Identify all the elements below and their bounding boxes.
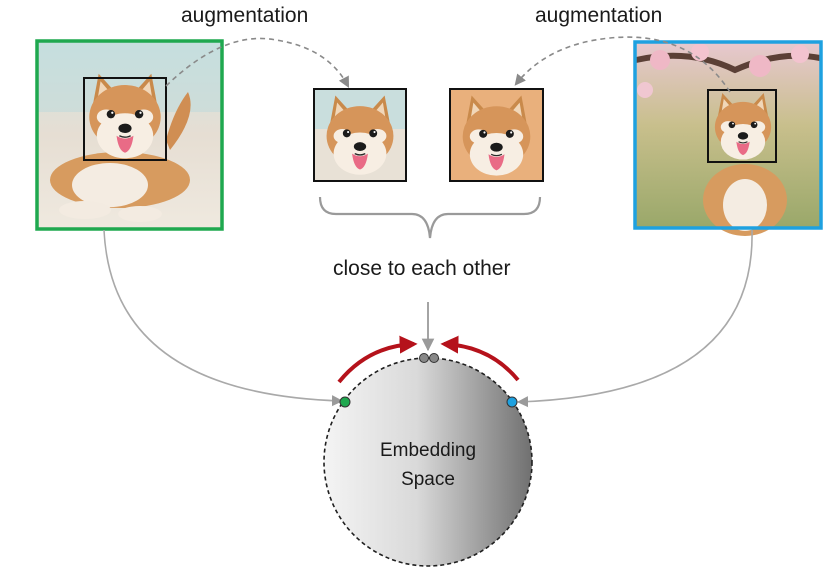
embedding-label-line2: Space [401,469,455,490]
connector-right-to-embedding [516,229,753,408]
curly-brace [318,196,542,239]
augmentation-arrow-left [165,37,350,88]
merged-point-b [429,353,439,363]
right-source-frame [633,40,823,230]
augmentation-arrow-right [514,36,731,93]
right-source-image [635,43,821,236]
augmented-crop-left [313,88,407,182]
augmentation-label-left: augmentation [181,4,309,27]
right-embedding-point [506,396,518,408]
embedding-space-sphere [323,357,533,567]
embedding-label-line1: Embedding [379,440,477,461]
embedding-space-label: Embedding Space [340,436,516,494]
right-crop-box [707,89,777,163]
left-crop-box [83,77,167,161]
pull-arrow-right [440,335,520,382]
connector-left-to-embedding [103,229,344,407]
left-embedding-point [339,396,351,408]
close-to-each-other-label: close to each other [333,257,511,280]
merged-point-a [419,353,429,363]
augmentation-label-right: augmentation [535,4,663,27]
left-source-image [38,42,221,228]
left-source-frame [35,39,224,231]
pull-arrow-left [337,335,418,384]
augmented-crop-right [449,88,544,182]
